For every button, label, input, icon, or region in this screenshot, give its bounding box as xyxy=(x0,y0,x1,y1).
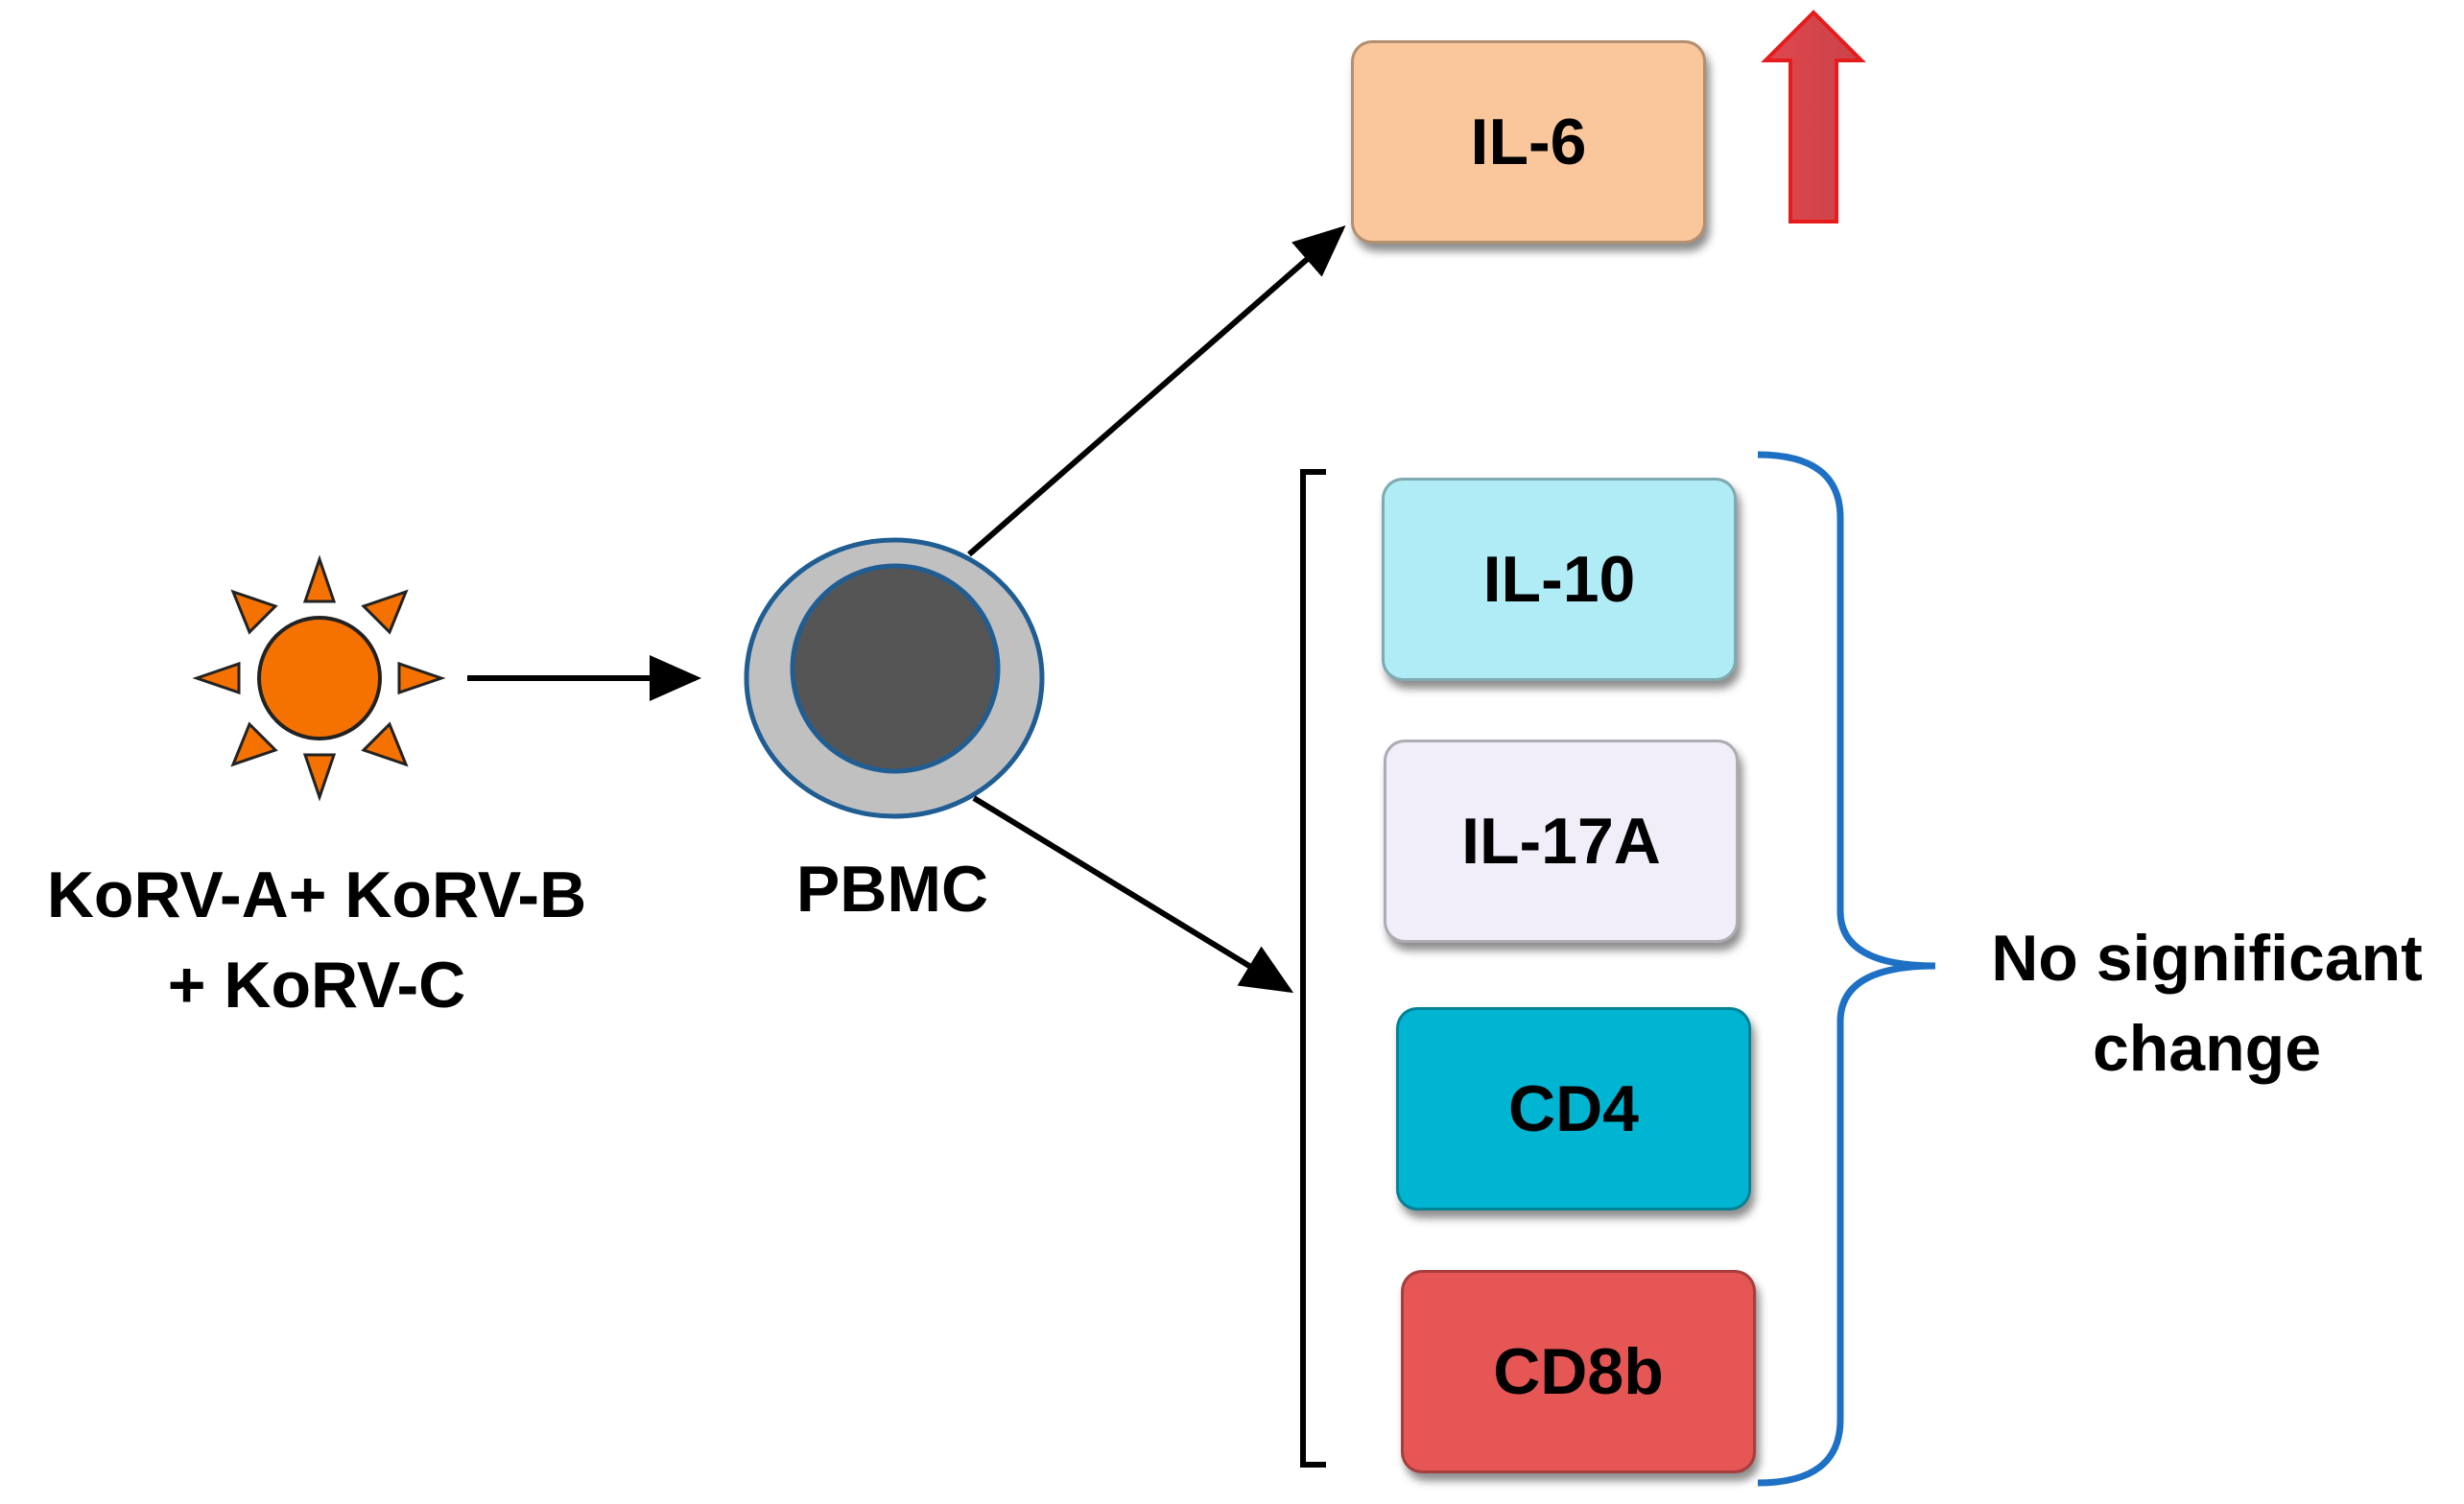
il17a-label: IL-17A xyxy=(1461,805,1661,878)
stimulus-label-line1: KoRV-A+ KoRV-B xyxy=(46,858,587,931)
summary-label-line1: No significant xyxy=(1991,922,2423,995)
pbmc-label: PBMC xyxy=(795,853,989,926)
up-arrow-icon xyxy=(1761,10,1866,223)
stimulus-label-line2: + KoRV-C xyxy=(167,949,466,1022)
group-left-bracket xyxy=(1300,469,1326,1468)
il6-label: IL-6 xyxy=(1470,106,1587,178)
virus-sun-icon xyxy=(192,554,446,802)
arrow-pbmc-to-group xyxy=(972,795,1294,994)
group-right-brace xyxy=(1757,451,1936,1487)
il10-box: IL-10 xyxy=(1382,478,1737,681)
cd4-label: CD4 xyxy=(1507,1072,1640,1145)
cd8b-box: CD8b xyxy=(1401,1270,1756,1473)
cell-icon xyxy=(744,537,1045,819)
arrow-pbmc-to-il6 xyxy=(967,225,1346,557)
il17a-box: IL-17A xyxy=(1384,740,1739,943)
il10-label: IL-10 xyxy=(1482,543,1636,616)
summary-label-line2: change xyxy=(2092,1012,2322,1085)
cd8b-label: CD8b xyxy=(1493,1335,1664,1408)
cd4-box: CD4 xyxy=(1396,1007,1751,1210)
il6-box: IL-6 xyxy=(1351,40,1706,244)
